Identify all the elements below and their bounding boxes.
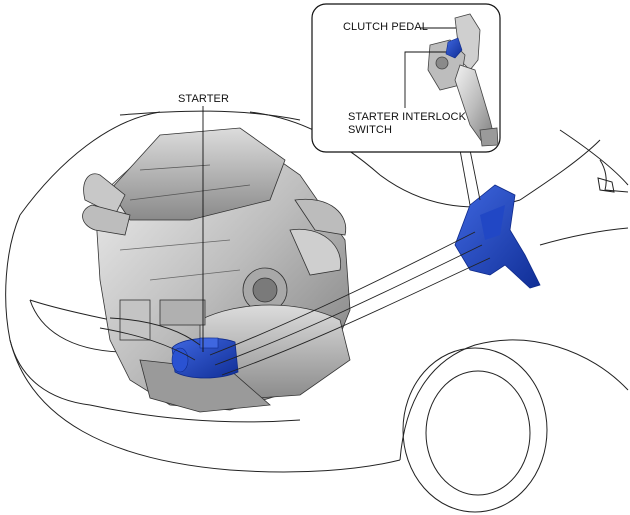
car-body-outline xyxy=(5,110,629,513)
clutch-pedal-part xyxy=(454,184,541,289)
clutch-pedal-label: CLUTCH PEDAL xyxy=(343,21,428,33)
interlock-label-line2: SWITCH xyxy=(348,124,392,136)
interlock-label-line1: STARTER INTERLOCK xyxy=(348,111,467,123)
inset-interlock-switch xyxy=(445,37,463,59)
leader-lines xyxy=(99,149,491,376)
interlock-leader-line xyxy=(404,51,446,108)
starter-part xyxy=(171,337,239,379)
engine-assembly xyxy=(82,127,351,413)
starter-interlock-switch-label: STARTER INTERLOCK SWITCH xyxy=(348,111,466,137)
starter-label: STARTER xyxy=(178,93,230,105)
inset-callout-box xyxy=(311,3,501,153)
inset-pedal-assembly xyxy=(427,13,499,147)
